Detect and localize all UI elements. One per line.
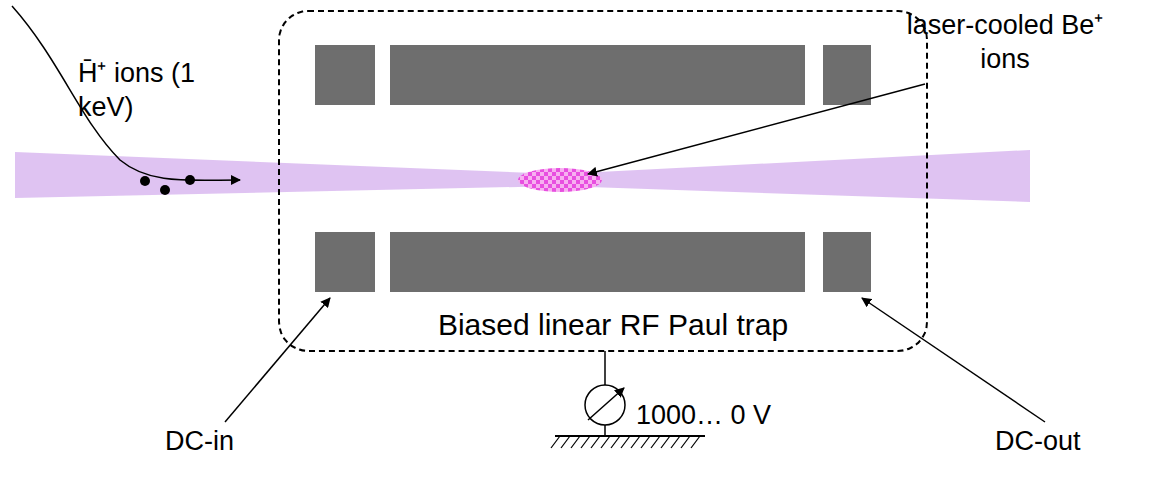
- ion-dot: [140, 176, 150, 186]
- ion-dot: [160, 185, 170, 195]
- ion-cloud: [518, 168, 602, 192]
- ground-hatch: [551, 436, 700, 448]
- ion-dot: [185, 175, 195, 185]
- electrode-label: DC-in: [165, 424, 234, 458]
- trap-housing: Biased linear RF Paul trap: [278, 10, 928, 352]
- leader-line: [588, 84, 925, 174]
- electrode-label: DC-out: [995, 424, 1081, 458]
- node-label: Biased linear RF Paul trap: [438, 308, 788, 342]
- ion-label: H̄⁺ ions (1 keV): [78, 56, 208, 124]
- ion-trajectory: [12, 6, 240, 180]
- leader-line: [862, 298, 1045, 422]
- ion-cloud-label: laser-cooled Be⁺ ions: [900, 8, 1110, 76]
- voltage-label: 1000… 0 V: [636, 398, 771, 432]
- laser-beam: [15, 150, 1030, 202]
